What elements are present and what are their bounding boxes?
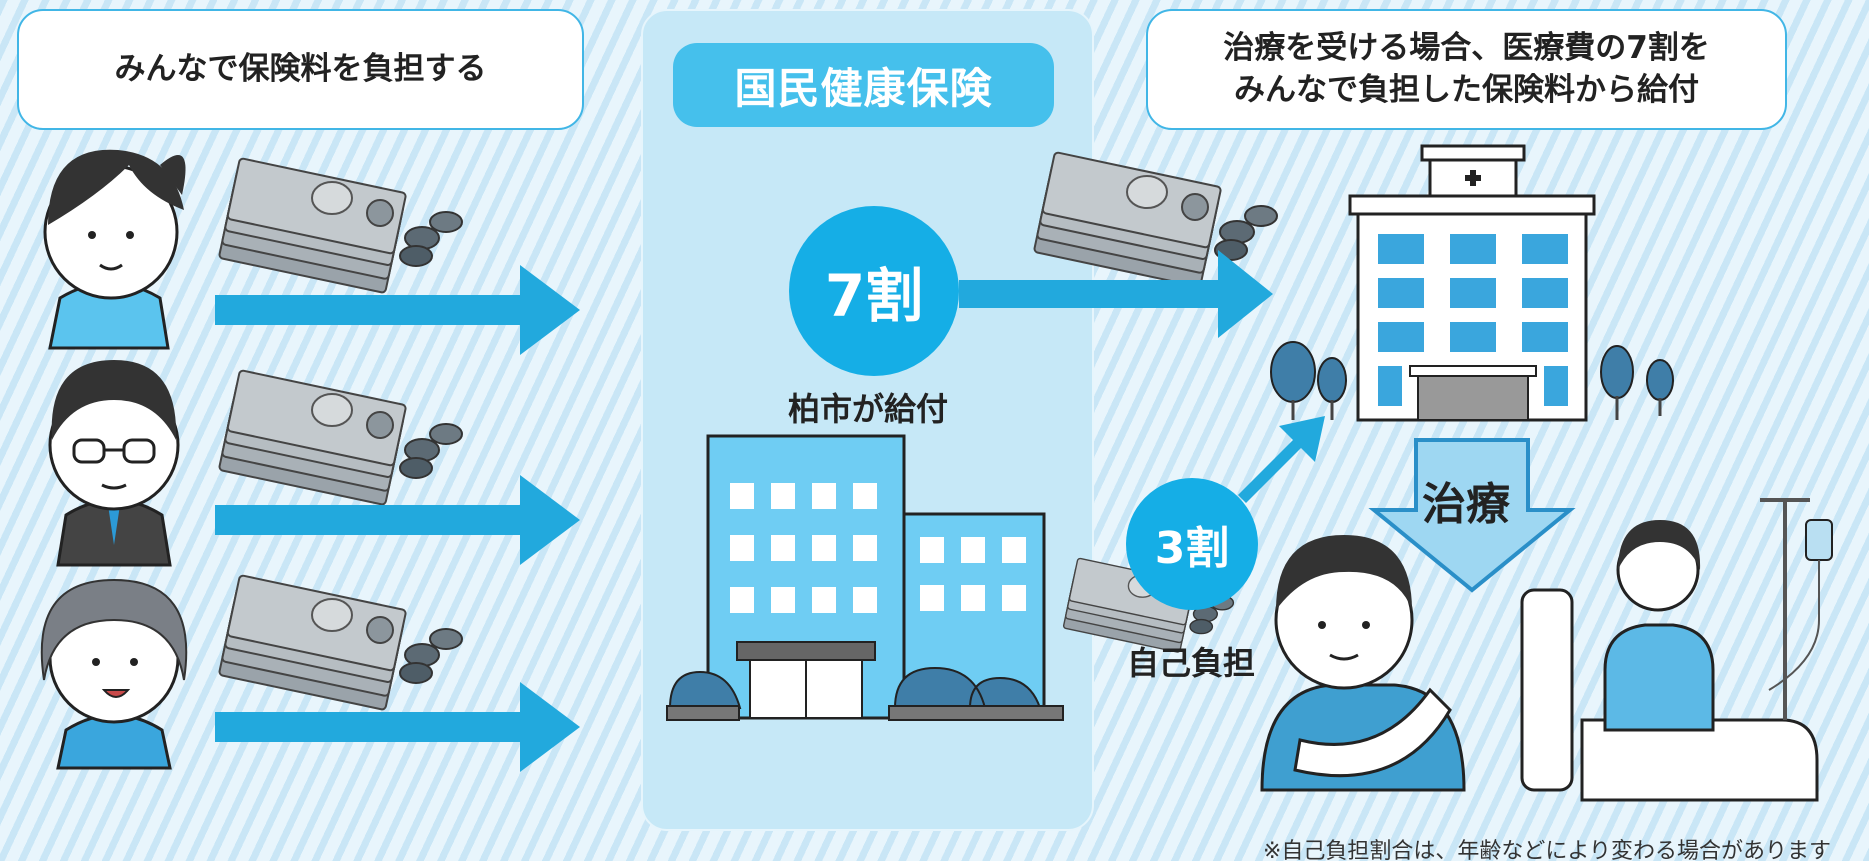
premium-sharing-label: みんなで保険料を負担する xyxy=(17,9,584,130)
city-pays-label: 柏市が給付 xyxy=(788,390,949,428)
patient-in-bed xyxy=(1520,498,1833,802)
arrow-right-icon xyxy=(215,475,580,565)
arrow-right-icon xyxy=(215,265,580,355)
arrow-right-icon xyxy=(215,682,580,772)
money-stack-icon xyxy=(1032,151,1278,289)
treatment-arrow-down-icon xyxy=(1368,438,1576,593)
arrow-diagonal-icon xyxy=(1238,416,1325,503)
thirty-percent-badge: 3割 xyxy=(1126,478,1258,610)
self-pay-label: 自己負担 xyxy=(1127,644,1256,682)
person-man-glasses xyxy=(48,360,180,567)
benefit-explanation-label: 治療を受ける場合、医療費の7割を みんなで負担した保険料から給付 xyxy=(1146,9,1787,130)
city-hall-building xyxy=(666,434,1064,721)
footnote: ※自己負担割合は、年齢などにより変わる場合があります xyxy=(1263,839,1831,861)
patient-arm-sling xyxy=(1260,535,1466,792)
money-stack-icon xyxy=(217,574,463,712)
hospital-building xyxy=(1270,144,1674,422)
seventy-percent-badge: 7割 xyxy=(789,206,959,376)
national-health-insurance-title: 国民健康保険 xyxy=(673,43,1054,127)
person-woman-ponytail xyxy=(43,149,186,350)
premium-arrows xyxy=(215,250,1325,772)
treatment-label: 治療 xyxy=(1422,479,1510,530)
arrow-right-icon xyxy=(959,250,1273,338)
premium-sharing-text: みんなで保険料を負担する xyxy=(114,50,487,87)
person-older-woman xyxy=(40,578,188,770)
benefit-line-2: みんなで負担した保険料から給付 xyxy=(1233,71,1699,108)
money-stack-icon xyxy=(217,157,463,295)
benefit-line-1: 治療を受ける場合、医療費の7割を xyxy=(1223,29,1710,66)
money-stack-icon xyxy=(217,369,463,507)
